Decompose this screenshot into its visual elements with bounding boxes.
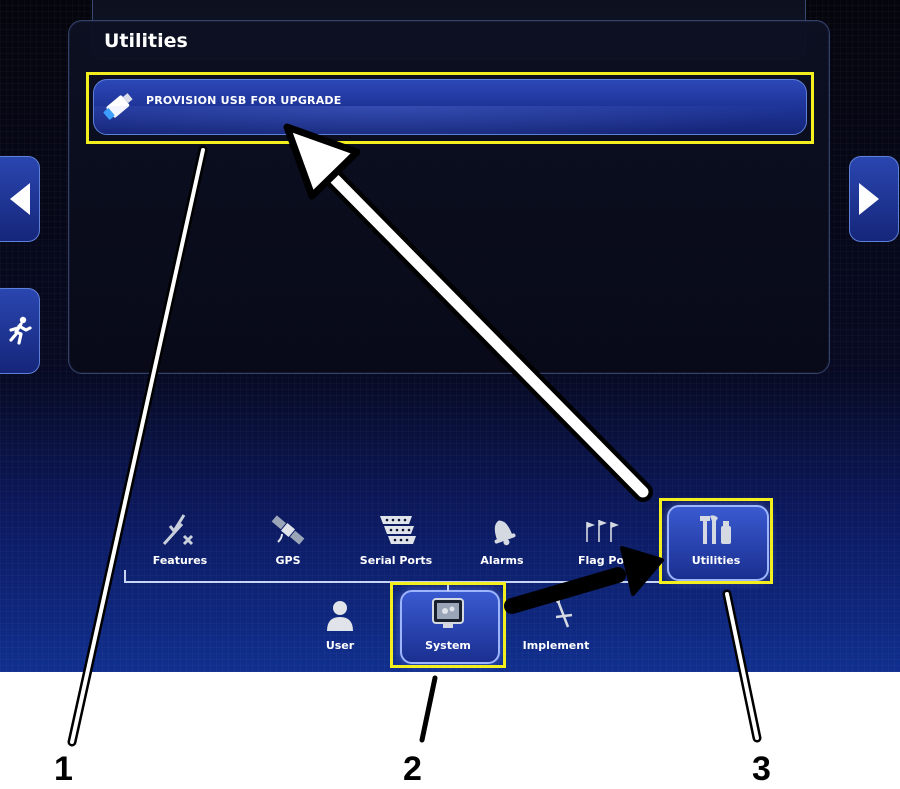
tab-serial-ports[interactable]: Serial Ports: [353, 512, 439, 567]
bell-icon: [494, 520, 516, 546]
tree-line-center: [447, 581, 449, 591]
highlight-system-tab: [390, 582, 506, 668]
tab-alarms[interactable]: Alarms: [467, 512, 537, 567]
tab-system[interactable]: System: [413, 597, 483, 652]
tab-utilities[interactable]: Utilities: [681, 512, 751, 567]
callout-3: 3: [752, 750, 771, 788]
exit-button[interactable]: [0, 288, 40, 374]
arrow-right-icon: [859, 183, 879, 215]
tab-utilities-label: Utilities: [691, 554, 741, 567]
provision-usb-label: PROVISION USB FOR UPGRADE: [146, 94, 342, 107]
utilities-tab-tile: [667, 505, 769, 581]
callout-2: 2: [403, 750, 422, 788]
flags-icon: [586, 520, 619, 542]
tab-system-label: System: [425, 639, 471, 652]
tab-implement-label: Implement: [522, 639, 590, 652]
tab-user-label: User: [325, 639, 355, 652]
tab-implement[interactable]: Implement: [521, 597, 591, 652]
arrow-left-icon: [10, 183, 30, 215]
features-checkmark-icon: [162, 514, 194, 546]
implement-icon: [555, 599, 573, 628]
tab-flag-points[interactable]: Flag Po: [566, 512, 636, 567]
tab-flag-points-label: Flag Po: [577, 554, 625, 567]
running-person-exit-icon: [9, 316, 32, 345]
provision-usb-button[interactable]: PROVISION USB FOR UPGRADE: [93, 79, 807, 135]
satellite-icon: [271, 515, 305, 545]
next-page-button[interactable]: [849, 156, 899, 242]
tab-alarms-label: Alarms: [480, 554, 524, 567]
system-monitor-icon: [432, 598, 464, 628]
highlight-utilities-tab: [659, 498, 773, 584]
highlight-provision-usb: [86, 72, 814, 144]
tab-serial-ports-label: Serial Ports: [359, 554, 433, 567]
tab-gps-label: GPS: [275, 554, 301, 567]
panel-title: Utilities: [104, 30, 188, 52]
tools-usb-icon: [700, 515, 731, 544]
tab-features-label: Features: [152, 554, 208, 567]
tab-user[interactable]: User: [305, 597, 375, 652]
tab-features[interactable]: Features: [145, 512, 215, 567]
previous-page-button[interactable]: [0, 156, 40, 242]
serial-port-icon: [380, 516, 416, 544]
tree-line-left: [124, 570, 126, 583]
callout-1: 1: [54, 750, 73, 788]
user-icon: [327, 601, 353, 631]
tab-gps[interactable]: GPS: [253, 512, 323, 567]
